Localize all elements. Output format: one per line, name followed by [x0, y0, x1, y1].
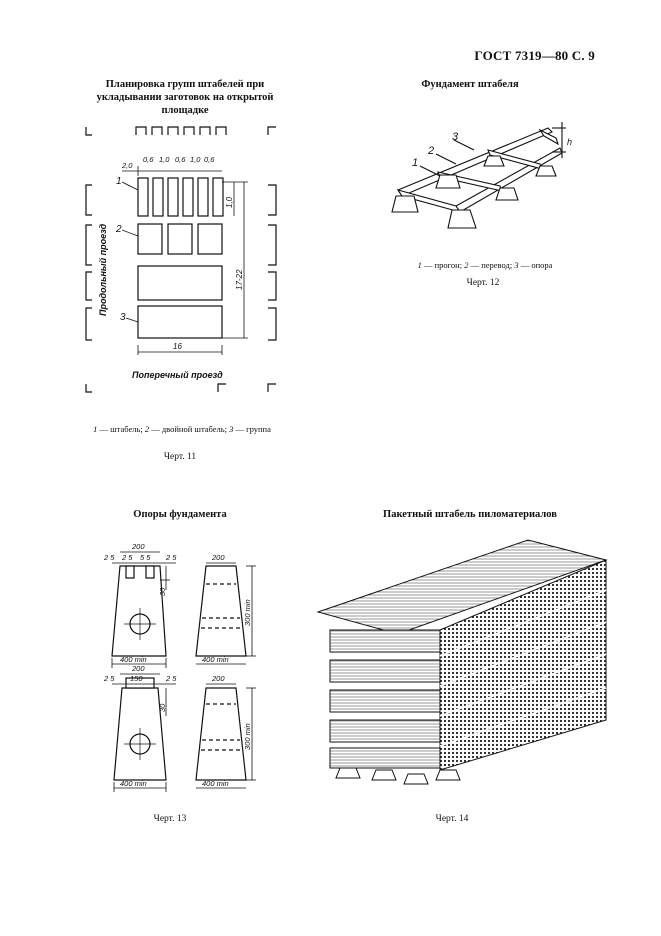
fig13-dim-label: 300 min: [243, 723, 252, 750]
fig11-transverse-label: Поперечный проезд: [132, 370, 223, 380]
fig11-legend-text: — штабель;: [97, 424, 145, 434]
fig12-callout: 1: [412, 157, 418, 169]
fig13-dim-label: 200: [131, 664, 145, 673]
fig11-legend-num: 2: [144, 424, 150, 434]
fig13-dim-label: 400 min: [202, 779, 229, 788]
fig12-legend-text: — перевод;: [468, 260, 515, 270]
fig13-dim-label: 200: [211, 553, 225, 562]
fig11-title: Планировка групп штабелей при укладывани…: [90, 78, 280, 117]
fig11-dim-label: 1,0: [225, 196, 234, 208]
page-header: ГОСТ 7319—80 С. 9: [474, 48, 595, 63]
fig12-legend-num: 1: [417, 260, 422, 270]
fig13-dim-label: 2 5: [103, 553, 115, 562]
fig13-caption: Черт. 13: [153, 814, 187, 824]
fig11-longitudinal-label: Продольный проезд: [98, 223, 108, 316]
fig11-dim-label: 1,0: [159, 155, 170, 164]
fig11-dim-label: 1,0: [190, 155, 201, 164]
fig13-dim-label: 5 5: [140, 553, 151, 562]
fig11-dim-label: 17-22: [235, 269, 244, 290]
fig11-dim-label: 2,0: [121, 161, 133, 170]
fig11-legend: 1 — штабель; 2 — двойной штабель; 3 — гр…: [72, 424, 292, 434]
fig13-dim-label: 200: [131, 542, 145, 551]
fig12-dim-h: h: [567, 137, 572, 147]
fig11-dim-label: 0,6: [175, 155, 186, 164]
fig11-dim-label: 16: [173, 342, 182, 351]
fig11-callout: 3: [120, 312, 126, 323]
fig13-dim-label: 400 min: [202, 655, 229, 664]
fig11-callout: 1: [116, 176, 122, 187]
fig12-legend-num: 2: [464, 260, 469, 270]
fig13-title: Опоры фундамента: [133, 509, 227, 520]
fig13-dim-label: 150: [130, 674, 143, 683]
fig11-dim-label: 0,6: [204, 155, 215, 164]
fig12-legend: 1 — прогон; 2 — перевод; 3 — опора: [390, 260, 580, 270]
fig12-legend-text: — опора: [518, 260, 553, 270]
fig12-title: Фундамент штабеля: [421, 79, 519, 90]
fig11-title-line: Планировка групп штабелей при: [105, 79, 265, 90]
fig13-dim-label: 400 min: [120, 779, 147, 788]
fig13-dim-label: 200: [211, 674, 225, 683]
fig12-legend-num: 3: [514, 260, 519, 270]
fig11-legend-text: — двойной штабель;: [149, 424, 230, 434]
fig11-title-line: площадке: [161, 105, 209, 116]
fig14-caption: Черт. 14: [435, 814, 469, 824]
fig12-callout: 2: [427, 145, 434, 157]
fig13-dim-label: 300 min: [243, 599, 252, 626]
fig13-dim-label: 400 min: [120, 655, 147, 664]
fig13-dim-label: 2 5: [165, 553, 177, 562]
fig11-callout: 2: [115, 224, 122, 235]
fig13-dim-label: 2 5: [103, 674, 115, 683]
fig13-dim-label: 30: [158, 587, 167, 596]
fig12-legend-text: — прогон;: [421, 260, 465, 270]
fig13-dim-label: 2 5: [165, 674, 177, 683]
fig11-legend-text: — группа: [233, 424, 271, 434]
fig13-dim-label: 30: [158, 703, 167, 712]
fig11-caption: Черт. 11: [163, 452, 197, 462]
fig12-callout: 3: [452, 131, 459, 143]
fig12-caption: Черт. 12: [466, 278, 500, 288]
fig11-legend-num: 3: [229, 424, 234, 434]
fig11-dim-label: 0,6: [143, 155, 154, 164]
fig13-dim-label: 2 5: [121, 553, 133, 562]
fig11-legend-num: 1: [93, 424, 98, 434]
fig11-title-line: укладывании заготовок на открытой: [96, 92, 274, 103]
fig14-title: Пакетный штабель пиломатериалов: [383, 509, 557, 520]
